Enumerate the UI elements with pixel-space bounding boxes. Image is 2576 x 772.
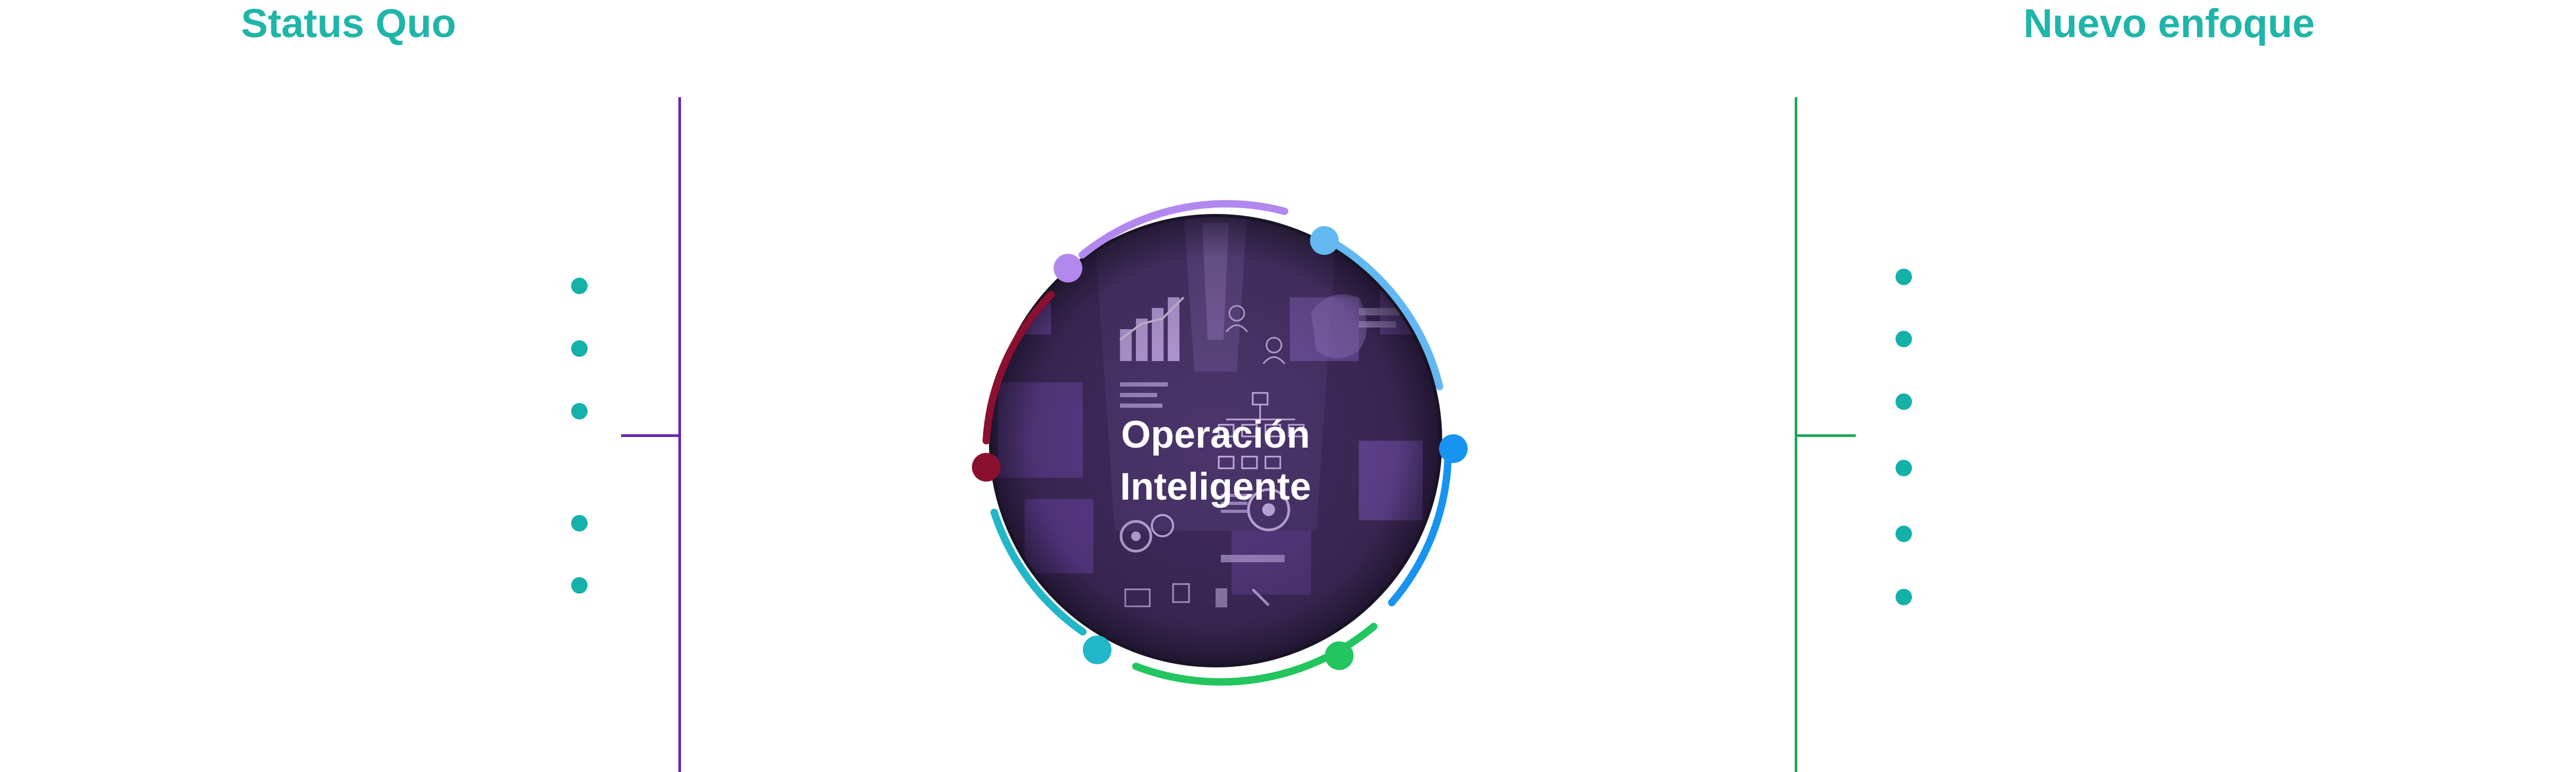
right-bracket-connector	[1796, 434, 1856, 437]
left-bullet-3	[571, 403, 588, 419]
status-quo-heading: Status Quo	[241, 1, 456, 46]
center-title-line-1: Operación	[1121, 414, 1311, 456]
right-bullet-1	[1896, 269, 1912, 285]
left-bracket-connector	[621, 434, 680, 437]
left-bullet-4	[571, 515, 588, 531]
right-bullet-2	[1896, 331, 1912, 347]
operacion-inteligente-circle	[972, 200, 1468, 686]
ring-dot-teal	[1083, 636, 1112, 664]
nuevo-enfoque-heading: Nuevo enfoque	[2023, 1, 2315, 46]
ring-dot-purple	[1054, 254, 1082, 282]
right-bullet-6	[1896, 589, 1912, 605]
center-title-line-2: Inteligente	[1119, 466, 1312, 508]
ring-arc-crimson	[983, 291, 1055, 444]
left-bullet-2	[571, 340, 588, 357]
ring-dot-crimson	[972, 453, 1001, 482]
right-bullet-3	[1896, 393, 1912, 410]
ring-arc-lightblue	[1316, 231, 1443, 390]
ring-dot-lightblue	[1310, 226, 1339, 255]
ring-dot-blue	[1439, 434, 1468, 463]
right-bullet-5	[1896, 526, 1912, 542]
left-bullet-5	[571, 577, 588, 594]
ring-arc-purple	[1079, 200, 1288, 259]
ring-arc-teal	[990, 509, 1087, 636]
right-bracket-line	[1795, 97, 1797, 772]
ring-dot-green	[1325, 641, 1354, 670]
center-title: Operación Inteligente	[982, 409, 1449, 513]
left-bullet-1	[571, 278, 588, 294]
ring-arc-blue	[1388, 453, 1452, 606]
right-bullet-4	[1896, 460, 1912, 476]
